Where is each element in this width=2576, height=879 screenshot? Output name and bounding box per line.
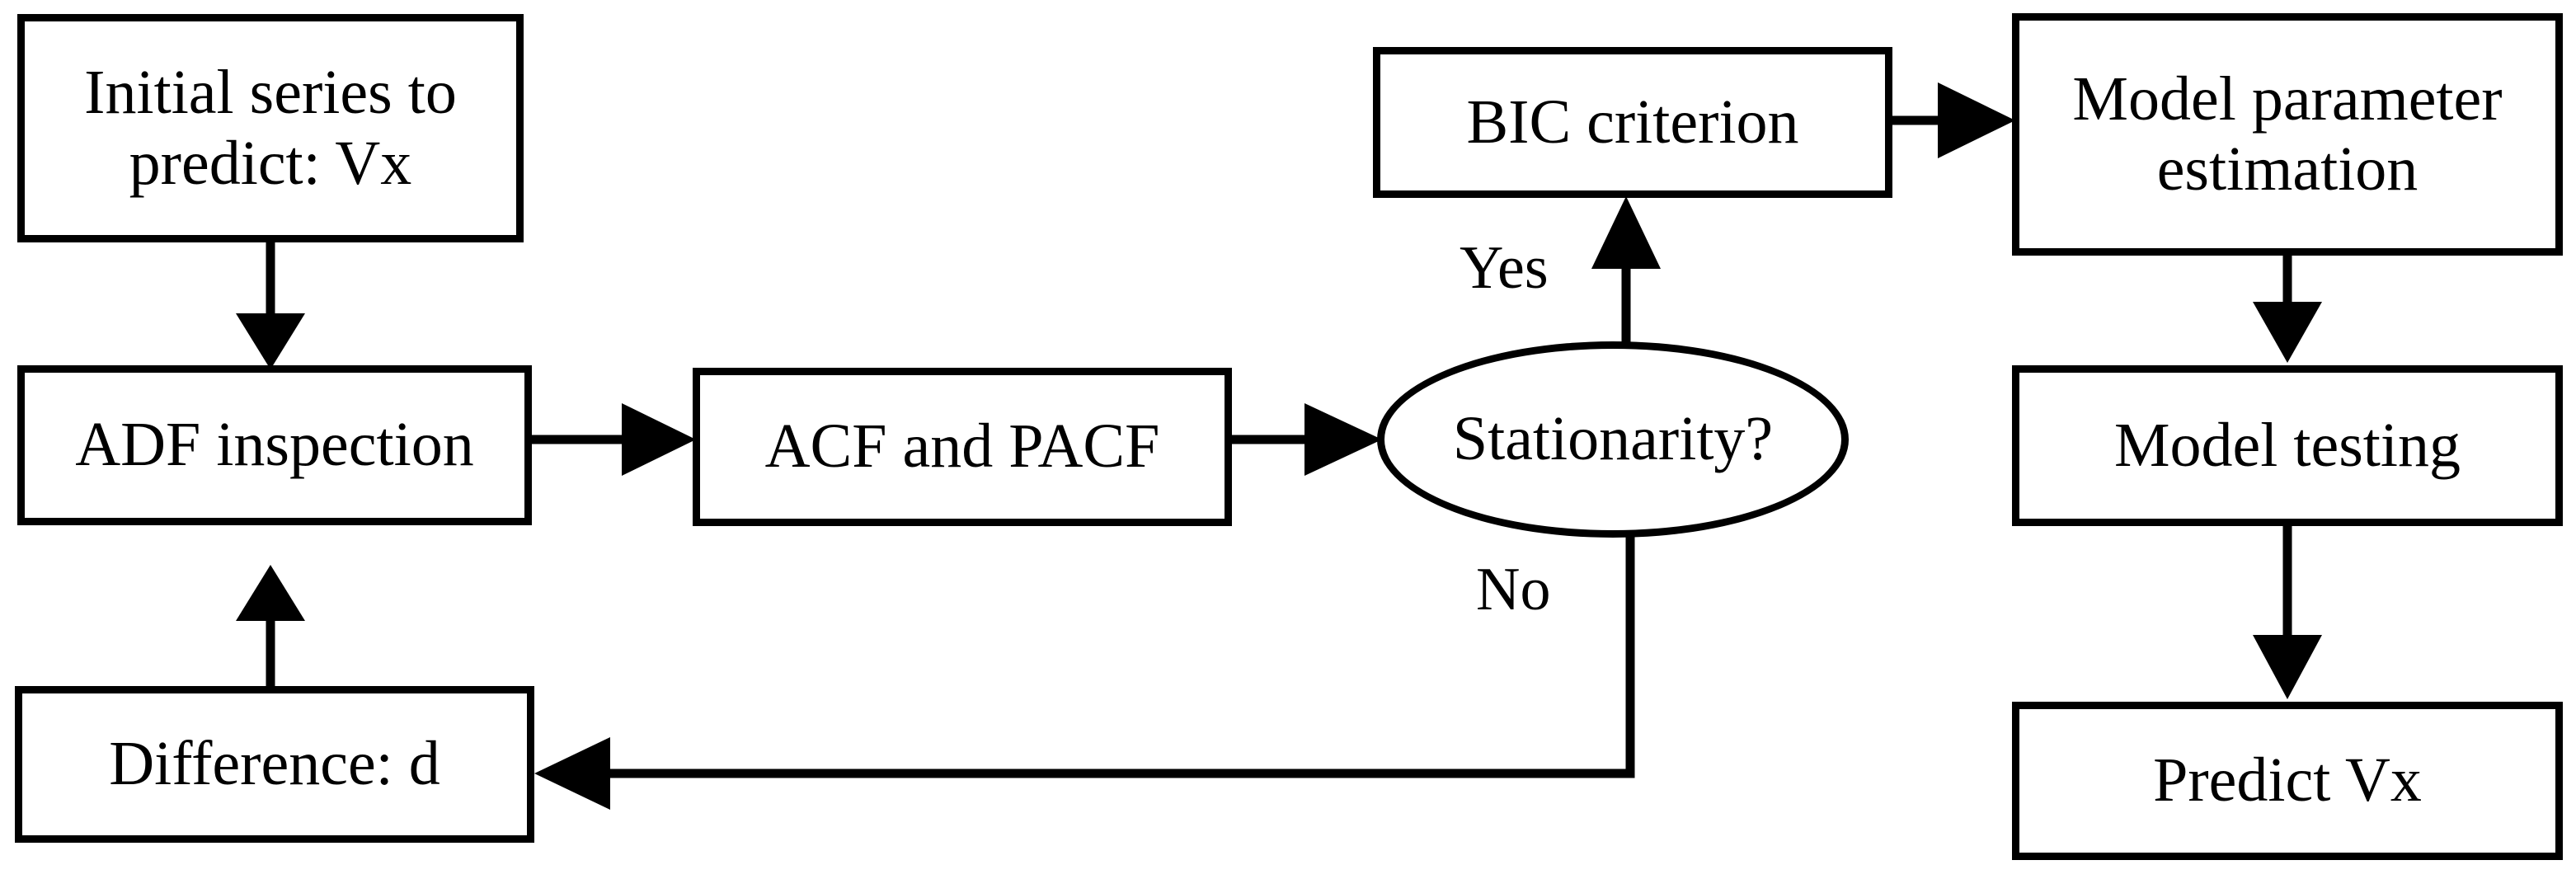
node-model-parameter-estimation[interactable]: Model parameter estimation [2012,13,2563,256]
node-label-acf-pacf: ACF and PACF [764,411,1160,482]
edge-label-yes: Yes [1460,234,1549,302]
edge-testing-to-predict [2253,526,2322,699]
edge-acf-to-stationarity [1232,403,1382,476]
node-label-adf-inspection: ADF inspection [75,410,474,480]
node-bic-criterion[interactable]: BIC criterion [1373,47,1892,198]
node-model-testing[interactable]: Model testing [2012,365,2563,526]
edge-initial-to-adf [236,242,305,369]
edge-bic-to-estimation [1892,82,2015,158]
node-label-predict-vx: Predict Vx [2153,745,2422,816]
node-predict-vx[interactable]: Predict Vx [2012,702,2563,860]
node-label-bic-criterion: BIC criterion [1466,87,1799,157]
edge-estimation-to-testing [2253,256,2322,363]
node-label-stationarity: Stationarity? [1452,404,1774,474]
edge-difference-to-adf [236,565,305,686]
node-initial-series[interactable]: Initial series to predict: Vx [17,14,524,242]
node-difference[interactable]: Difference: d [15,686,534,843]
node-label-model-testing: Model testing [2113,410,2461,480]
node-stationarity-decision[interactable]: Stationarity? [1377,341,1849,538]
edge-stationarity-yes-to-bic [1591,196,1661,346]
node-adf-inspection[interactable]: ADF inspection [17,365,532,525]
node-label-difference: Difference: d [109,729,440,799]
edge-stationarity-no-to-difference [534,534,1635,810]
edge-label-no: No [1476,556,1551,623]
edge-adf-to-acf [532,403,696,476]
node-label-model-parameter-estimation: Model parameter estimation [2072,63,2503,204]
node-acf-pacf[interactable]: ACF and PACF [693,368,1232,526]
node-label-initial-series: Initial series to predict: Vx [84,58,457,198]
